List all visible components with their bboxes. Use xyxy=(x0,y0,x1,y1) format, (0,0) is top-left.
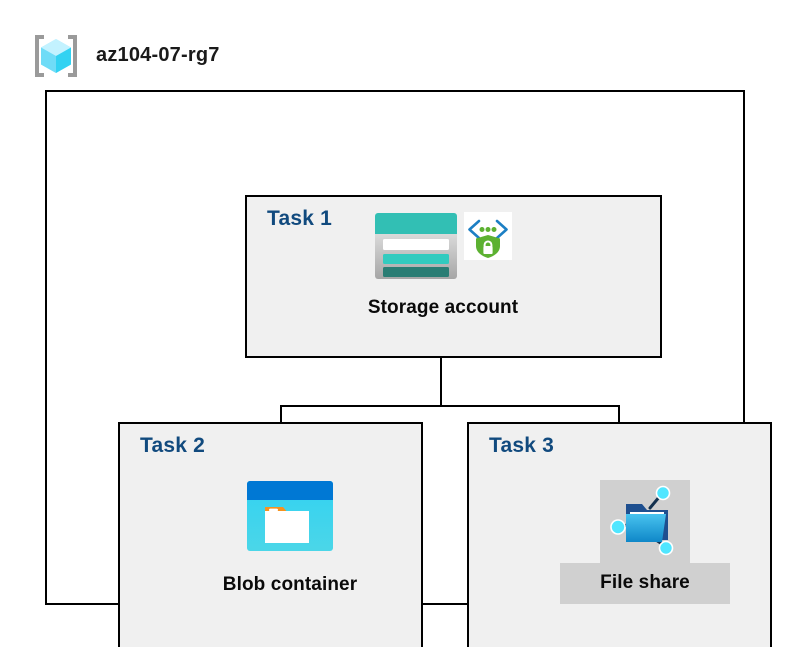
storage-icon-row xyxy=(374,212,512,285)
blob-container-caption: Blob container xyxy=(222,574,358,595)
task-2-label: Task 2 xyxy=(140,434,206,457)
secure-private-endpoint-icon xyxy=(464,212,512,265)
connector-horizontal-bus xyxy=(280,405,620,407)
resource-group-container: Task 1 xyxy=(45,90,772,647)
file-share-node: File share xyxy=(555,480,735,604)
resource-group-name: az104-07-rg7 xyxy=(96,44,220,66)
blob-container-node: Blob container xyxy=(200,480,380,596)
file-share-folder-icon xyxy=(610,484,680,561)
task-3-label: Task 3 xyxy=(489,434,555,457)
connector-storage-trunk xyxy=(440,323,442,407)
storage-account-node: Storage account xyxy=(343,212,543,319)
storage-account-caption: Storage account xyxy=(367,297,519,318)
resource-group-cube-icon xyxy=(30,30,82,82)
resource-group-header: az104-07-rg7 xyxy=(30,28,360,83)
task-1-label: Task 1 xyxy=(267,207,333,230)
task-3-panel: Task 3 xyxy=(467,422,772,647)
storage-account-icon xyxy=(374,212,458,285)
blob-container-icon xyxy=(246,480,334,557)
file-share-icon-backdrop xyxy=(600,480,690,563)
file-share-caption: File share xyxy=(560,563,730,604)
